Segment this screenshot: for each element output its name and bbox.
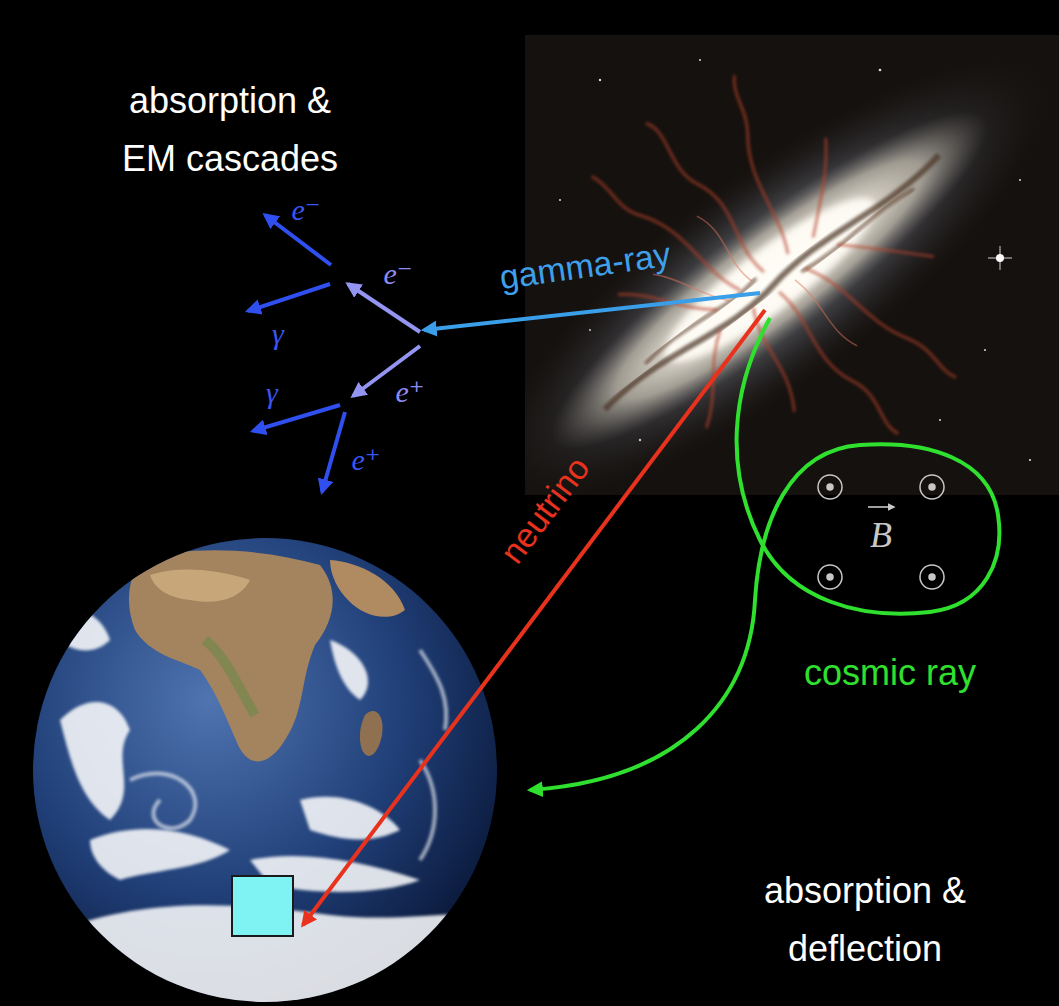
galaxy-image-part-part bbox=[602, 154, 943, 414]
galaxy-image-part-part bbox=[644, 277, 758, 365]
cascade-arrows-part bbox=[348, 284, 420, 332]
earth-image-part-part bbox=[40, 610, 500, 1006]
galaxy-image-part-part bbox=[1019, 179, 1021, 181]
earth-image-part-part bbox=[330, 560, 405, 617]
galaxy-image-part-part bbox=[599, 79, 601, 81]
galaxy-image-part-part bbox=[559, 199, 561, 201]
galaxy-image-part-part bbox=[699, 59, 701, 61]
galaxy-image bbox=[525, 35, 1059, 495]
field-symbols-part bbox=[920, 475, 944, 499]
earth-image-part-part-part bbox=[420, 760, 435, 860]
particle-label: e⁺ bbox=[351, 442, 380, 478]
messenger-label: neutrino bbox=[492, 449, 599, 572]
field-symbols-part bbox=[920, 565, 944, 589]
galaxy-image-part bbox=[988, 246, 1012, 270]
earth-image bbox=[33, 538, 500, 1006]
galaxy-image-part-part bbox=[801, 187, 915, 274]
earth-image-part-part-part bbox=[330, 640, 368, 700]
galaxy-image-part bbox=[525, 35, 1059, 495]
earth-image-part-part-part bbox=[90, 829, 230, 880]
galaxy-image-part-part bbox=[939, 419, 941, 421]
earth-image-part-part-part bbox=[40, 610, 110, 651]
heading-note: absorption & EM cascades bbox=[100, 72, 360, 188]
earth-image-part-part bbox=[129, 550, 333, 761]
cascade-arrows bbox=[248, 215, 420, 492]
field-symbols bbox=[818, 475, 944, 589]
particle-label: e⁻ bbox=[291, 192, 320, 228]
messenger-label: gamma-ray bbox=[497, 234, 673, 299]
galaxy-image-part-part bbox=[1029, 459, 1031, 461]
field-symbols-part bbox=[827, 484, 833, 490]
cosmic-ray-path bbox=[530, 318, 999, 790]
cascade-arrows-part bbox=[253, 405, 340, 431]
field-symbols-part bbox=[868, 506, 894, 508]
galaxy-image-part-part-part bbox=[770, 138, 869, 238]
particle-label: γ bbox=[272, 316, 284, 352]
earth-image-part-part-part bbox=[420, 650, 446, 730]
field-symbols-part bbox=[929, 574, 935, 580]
galaxy-image-part-part bbox=[984, 349, 986, 351]
cascade-arrows-part bbox=[322, 412, 345, 492]
galaxy-image-part-part bbox=[525, 35, 1059, 495]
gamma-ray-arrow bbox=[424, 293, 760, 330]
earth-image-part bbox=[40, 550, 500, 1006]
cascade-arrows-part bbox=[248, 284, 330, 311]
earth-image-part-part-part bbox=[130, 774, 195, 829]
detector-square bbox=[232, 876, 293, 936]
galaxy-image-part-part-part bbox=[777, 285, 899, 441]
earth-image-part-part bbox=[150, 570, 250, 602]
galaxy-image-part-part-part bbox=[805, 235, 956, 410]
particle-label: γ bbox=[266, 375, 278, 411]
field-symbol-label: B bbox=[870, 514, 892, 557]
galaxy-image-part-part-part bbox=[795, 274, 857, 352]
field-symbols-part bbox=[818, 565, 842, 589]
earth-image-part-part bbox=[130, 650, 446, 860]
particle-label: e⁻ bbox=[383, 256, 412, 292]
particle-label: e⁺ bbox=[395, 374, 424, 410]
field-symbols-part bbox=[929, 484, 935, 490]
neutrino-arrow bbox=[303, 310, 765, 925]
effect-note: absorption & deflection bbox=[735, 862, 995, 978]
field-symbols-part bbox=[818, 475, 842, 499]
galaxy-image-part-part bbox=[879, 69, 882, 72]
earth-image-part-part-part bbox=[60, 702, 130, 820]
messenger-label: cosmic ray bbox=[804, 651, 976, 694]
field-symbols-part bbox=[827, 574, 833, 580]
galaxy-image-part-part-part bbox=[837, 202, 934, 298]
earth-image-part-part bbox=[360, 711, 383, 756]
earth-image-part-part bbox=[205, 640, 255, 715]
galaxy-image-part-part-part bbox=[697, 213, 753, 284]
